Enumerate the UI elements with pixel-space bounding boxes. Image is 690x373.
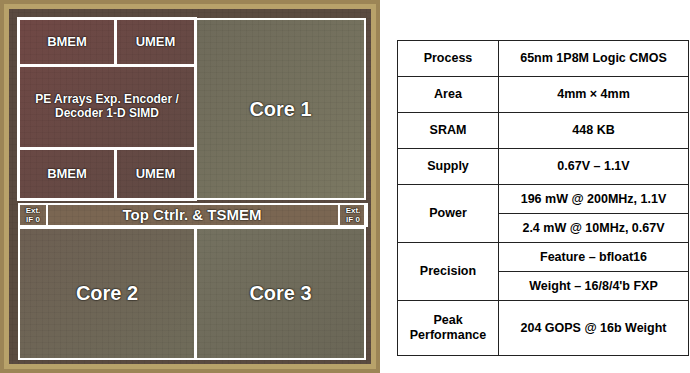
umem-block: UMEM xyxy=(115,18,196,66)
table-text: Area xyxy=(434,87,462,102)
table-text: SRAM xyxy=(430,123,467,138)
table-value-cell: Feature – bfloat16 xyxy=(498,242,689,272)
table-value-cell: 448 KB xyxy=(498,112,689,149)
core0-outline xyxy=(18,18,196,200)
core-block: Core 3 xyxy=(195,227,366,360)
table-value-cell: 196 mW @ 200MHz, 1.1V xyxy=(498,184,689,214)
table-text: Weight – 16/8/4'b FXP xyxy=(529,279,657,294)
block-label: PE Arrays Exp. Encoder / Decoder 1-D SIM… xyxy=(32,93,182,121)
table-value-cell: 204 GOPS @ 16b Weight xyxy=(498,300,689,356)
table-text: 65nm 1P8M Logic CMOS xyxy=(520,51,667,66)
table-text: 448 KB xyxy=(572,123,614,138)
table-header-cell: Precision xyxy=(397,242,499,301)
core-block: Core 2 xyxy=(18,227,196,360)
table-header-cell: Supply xyxy=(397,148,499,185)
table-text: 2.4 mW @ 10MHz, 0.67V xyxy=(522,221,664,236)
table-header-cell: SRAM xyxy=(397,112,499,149)
table-text: Supply xyxy=(427,159,469,174)
table-text: 204 GOPS @ 16b Weight xyxy=(520,321,666,336)
table-header-cell: Process xyxy=(397,40,499,77)
bmem-block: BMEM xyxy=(18,148,116,200)
pe-array-block: PE Arrays Exp. Encoder / Decoder 1-D SIM… xyxy=(18,65,196,149)
block-label: Core 1 xyxy=(249,98,311,121)
table-text: Precision xyxy=(420,264,476,279)
table-text: 4mm × 4mm xyxy=(557,87,630,102)
die-core xyxy=(9,9,371,364)
table-text: Process xyxy=(424,51,473,66)
die-texture xyxy=(9,9,371,364)
table-text: 0.67V – 1.1V xyxy=(557,159,629,174)
table-header-cell: Power xyxy=(397,184,499,243)
die-photo xyxy=(0,0,380,373)
table-text: Feature – bfloat16 xyxy=(540,250,647,265)
table-value-cell: 0.67V – 1.1V xyxy=(498,148,689,185)
block-label: Top Ctrlr. & TSMEM xyxy=(123,206,262,223)
bmem-block: BMEM xyxy=(18,18,116,66)
table-value-cell: 65nm 1P8M Logic CMOS xyxy=(498,40,689,77)
ext-if-box: Ext. IF 0 xyxy=(338,203,368,227)
block-label: Core 2 xyxy=(76,282,138,305)
umem-block: UMEM xyxy=(115,148,196,200)
core-block: Core 1 xyxy=(195,18,366,200)
block-label: Ext. IF 0 xyxy=(342,206,364,224)
block-label: BMEM xyxy=(47,35,87,50)
block-label: UMEM xyxy=(136,167,176,182)
die-edge xyxy=(0,0,380,373)
table-text: 196 mW @ 200MHz, 1.1V xyxy=(521,192,667,207)
table-header-cell: Peak Performance xyxy=(397,300,499,356)
table-text: Power xyxy=(429,206,467,221)
ext-if-box: Ext. IF 0 xyxy=(18,203,48,227)
block-label: Ext. IF 0 xyxy=(22,206,44,224)
pad-ring xyxy=(4,4,376,369)
table-text: Peak Performance xyxy=(402,313,495,343)
table-header-cell: Area xyxy=(397,76,499,113)
table-value-cell: 4mm × 4mm xyxy=(498,76,689,113)
top-control-band: Top Ctrlr. & TSMEM Ext. IF 0 Ext. IF 0 xyxy=(18,203,366,227)
table-value-cell: 2.4 mW @ 10MHz, 0.67V xyxy=(498,213,689,243)
block-label: Core 3 xyxy=(249,282,311,305)
block-label: UMEM xyxy=(136,35,176,50)
chip-die: BMEM UMEM PE Arrays Exp. Encoder / Decoder… xyxy=(0,0,380,373)
table-value-cell: Weight – 16/8/4'b FXP xyxy=(498,271,689,301)
block-label: BMEM xyxy=(47,167,87,182)
